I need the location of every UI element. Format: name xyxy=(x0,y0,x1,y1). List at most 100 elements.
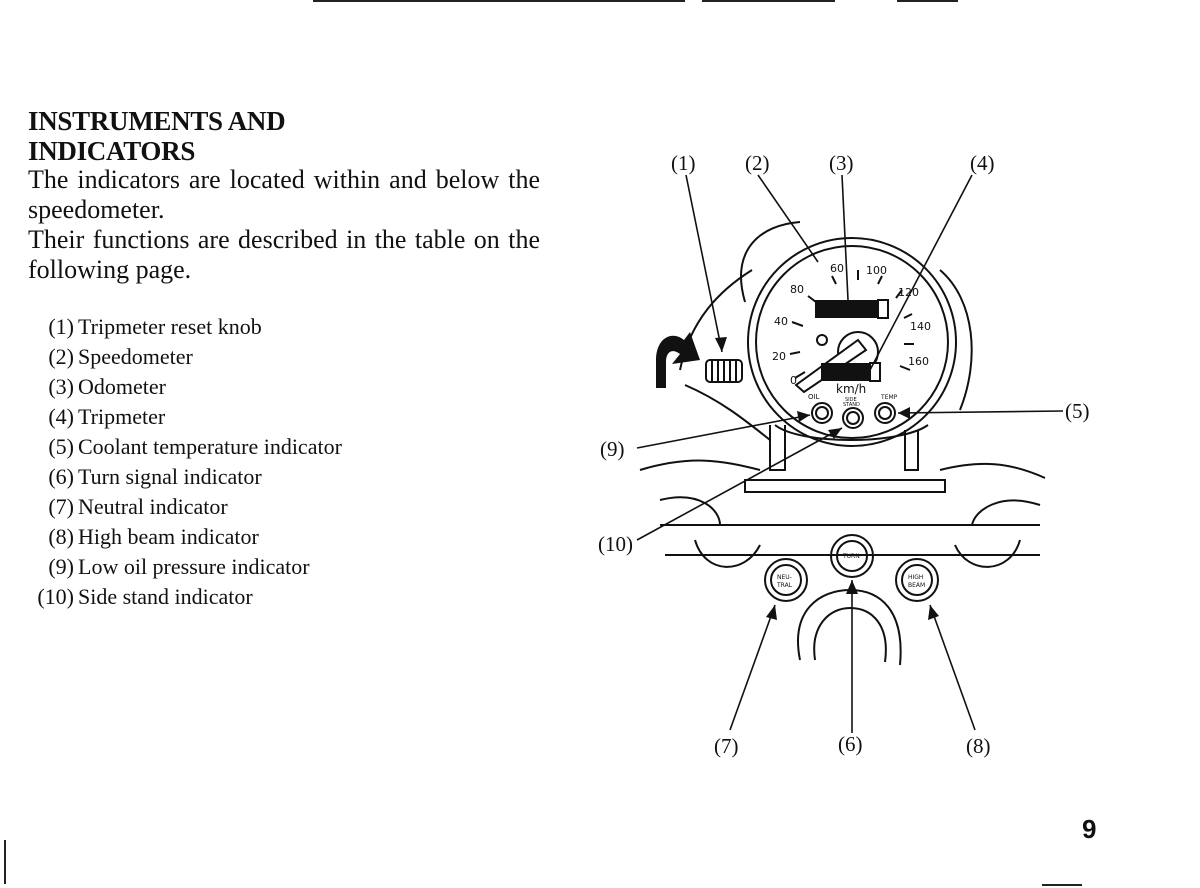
callout-label: (5) xyxy=(1065,399,1090,423)
clamp-left xyxy=(694,539,761,568)
arrowhead xyxy=(828,428,842,439)
intro-paragraph: The indicators are located within and be… xyxy=(28,165,540,224)
frame-outline xyxy=(639,459,761,471)
pivot-dot xyxy=(816,334,828,346)
legend-label: Neutral indicator xyxy=(78,494,228,519)
legend-label: Low oil pressure indicator xyxy=(78,554,310,579)
scale-label: 40 xyxy=(774,315,788,328)
leader-line xyxy=(897,410,1064,414)
legend-number: (1) xyxy=(48,314,74,339)
neutral-label: TRAL xyxy=(776,582,793,589)
knob-grip xyxy=(711,360,737,382)
legend-number: (7) xyxy=(48,494,74,519)
scale-ticks xyxy=(789,270,914,379)
callout-label: (10) xyxy=(598,532,633,556)
callout-label: (2) xyxy=(745,151,770,175)
side-stand-label: SIDE xyxy=(845,397,857,403)
intro-text: The indicators are located within and be… xyxy=(28,165,540,285)
speedometer-bezel-inner xyxy=(755,245,949,439)
legend-number: (2) xyxy=(48,344,74,369)
leader-line xyxy=(757,174,819,263)
legend-number: (8) xyxy=(48,524,74,549)
frame-outline xyxy=(971,499,1041,526)
legend-label: Side stand indicator xyxy=(78,584,253,609)
callout-label: (7) xyxy=(714,734,739,758)
scale-label: 0 xyxy=(790,374,797,387)
scale-label: 20 xyxy=(772,350,786,363)
legend-label: Odometer xyxy=(78,374,166,399)
tripmeter-digits: 0000 xyxy=(825,366,864,380)
header-rule xyxy=(897,0,958,2)
legend-number: (9) xyxy=(48,554,74,579)
leader-line xyxy=(685,174,723,353)
scale-label: 100 xyxy=(866,264,887,277)
legend-label: Tripmeter xyxy=(78,404,166,429)
legend-number: (6) xyxy=(48,464,74,489)
mount-post xyxy=(769,425,786,471)
scale-label: 80 xyxy=(790,283,804,296)
temp-lamp-lens xyxy=(878,406,892,420)
turn-lamp xyxy=(830,534,874,578)
callout-label: (1) xyxy=(671,151,696,175)
arrowhead xyxy=(715,337,727,352)
leader-line xyxy=(869,174,973,371)
mount-bracket xyxy=(744,479,946,493)
arrowhead xyxy=(846,580,858,594)
leader-line xyxy=(929,604,976,731)
neutral-label: NEU- xyxy=(777,574,792,581)
legend-item: (4)Tripmeter xyxy=(28,402,448,432)
side-stand-lamp xyxy=(842,407,864,429)
temp-lamp xyxy=(874,402,896,424)
legend-label: Speedometer xyxy=(78,344,193,369)
legend-number: (4) xyxy=(48,404,74,429)
housing-outline xyxy=(939,269,973,411)
high-beam-label: BEAM xyxy=(908,582,925,589)
legend-item: (5)Coolant temperature indicator xyxy=(28,432,448,462)
scale-label: 120 xyxy=(898,286,919,299)
side-stand-label: STAND xyxy=(843,402,860,408)
high-beam-lamp xyxy=(895,558,939,602)
high-beam-lamp-lens xyxy=(901,564,933,596)
high-beam-label: HIGH xyxy=(908,574,923,581)
callout-label: (6) xyxy=(838,732,863,756)
legend-label: Turn signal indicator xyxy=(78,464,262,489)
header-rule xyxy=(313,0,685,2)
unit-label: km/h xyxy=(836,382,866,396)
turn-lamp-lens xyxy=(836,540,868,572)
arrowhead xyxy=(766,605,777,620)
temp-label: TEMP xyxy=(880,394,898,401)
arrowhead xyxy=(898,407,910,419)
scale-label: 160 xyxy=(908,355,929,368)
callout-label: (4) xyxy=(970,151,995,175)
legend-item: (3)Odometer xyxy=(28,372,448,402)
oil-label: OIL xyxy=(808,393,820,401)
odometer-last-digit xyxy=(877,299,889,319)
scale-label: 140 xyxy=(910,320,931,333)
side-stand-lamp-lens xyxy=(846,411,860,425)
legend-item: (8)High beam indicator xyxy=(28,522,448,552)
arrowhead xyxy=(797,411,810,422)
legend-item: (2)Speedometer xyxy=(28,342,448,372)
heading-line: INSTRUMENTS AND xyxy=(28,106,286,136)
heading-line: INDICATORS xyxy=(28,136,196,166)
legend-number: (10) xyxy=(37,584,74,609)
callout-label: (3) xyxy=(829,151,854,175)
neutral-lamp-lens xyxy=(770,564,802,596)
binding-mark xyxy=(4,840,6,884)
legend-label: Coolant temperature indicator xyxy=(78,434,342,459)
parts-legend: (1)Tripmeter reset knob (2)Speedometer (… xyxy=(28,312,448,612)
legend-item: (9)Low oil pressure indicator xyxy=(28,552,448,582)
callout-label: (9) xyxy=(600,437,625,461)
housing-outline xyxy=(740,221,801,303)
turn-label: TURN xyxy=(842,553,860,560)
scale-label: 60 xyxy=(830,262,844,275)
legend-item: (7)Neutral indicator xyxy=(28,492,448,522)
arrowhead xyxy=(928,605,939,620)
oil-lamp-lens xyxy=(815,406,829,420)
rotate-arrow-icon xyxy=(656,332,700,388)
legend-item: (6)Turn signal indicator xyxy=(28,462,448,492)
section-heading: INSTRUMENTS AND INDICATORS xyxy=(28,106,548,166)
legend-label: Tripmeter reset knob xyxy=(78,314,262,339)
tripmeter-last-digit xyxy=(869,362,881,382)
